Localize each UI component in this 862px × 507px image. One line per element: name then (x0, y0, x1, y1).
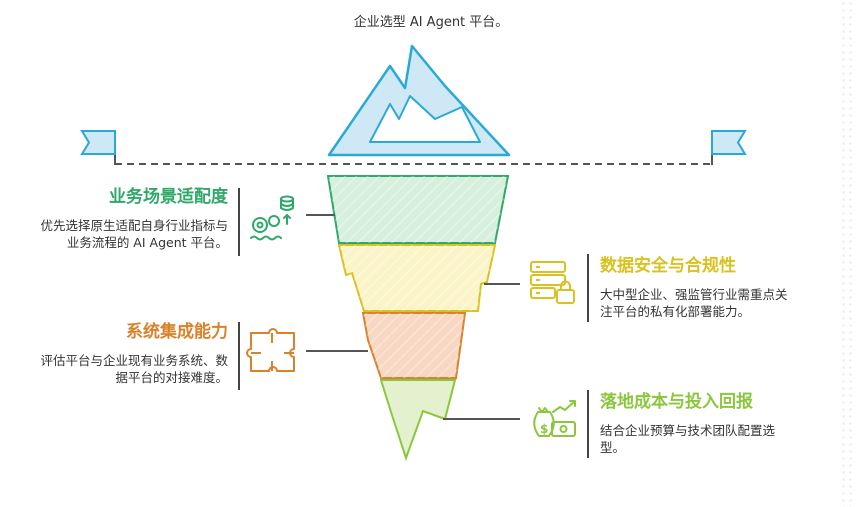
item-scenario: 业务场景适配度 优先选择原生适配自身行业指标与 业务流程的 AI Agent 平… (20, 187, 228, 251)
server-lock-icon (530, 261, 575, 304)
item-scenario-desc-line: 业务流程的 AI Agent 平台。 (66, 235, 228, 250)
layer-integration (361, 312, 467, 379)
item-scenario-desc: 优先选择原生适配自身行业指标与 业务流程的 AI Agent 平台。 (20, 217, 228, 251)
iceberg-tip (327, 44, 511, 157)
item-cost-desc-line: 结合企业预算与技术团队配置选 (600, 423, 776, 438)
item-cost: 落地成本与投入回报 结合企业预算与技术团队配置选 型。 (600, 392, 825, 456)
accent-bars (238, 188, 589, 458)
item-security-title: 数据安全与合规性 (600, 256, 736, 276)
item-integration: 系统集成能力 评估平台与企业现有业务系统、数 据平台的对接难度。 (20, 322, 228, 386)
item-integration-desc: 评估平台与企业现有业务系统、数 据平台的对接难度。 (20, 352, 228, 386)
item-integration-title: 系统集成能力 (126, 322, 228, 342)
diagram-subtitle: 企业选型 AI Agent 平台。 (353, 15, 509, 30)
item-cost-title: 落地成本与投入回报 (600, 392, 753, 412)
layer-scenario (326, 175, 510, 244)
layer-cost (379, 379, 457, 462)
item-cost-desc: 结合企业预算与技术团队配置选 型。 (600, 422, 825, 456)
item-scenario-desc-line: 优先选择原生适配自身行业指标与 (40, 218, 228, 233)
layer-security (337, 244, 497, 312)
item-integration-desc-line: 评估平台与企业现有业务系统、数 (40, 353, 228, 368)
left-flag-icon (80, 130, 116, 165)
svg-text:$: $ (540, 422, 548, 436)
puzzle-icon (246, 328, 295, 372)
right-flag-icon (711, 130, 747, 165)
gears-database-icon (250, 195, 294, 241)
item-security-desc-line: 大中型企业、强监管行业需重点关 (600, 287, 788, 302)
item-security-desc: 大中型企业、强监管行业需重点关 注平台的私有化部署能力。 (600, 286, 825, 320)
connector-lines (306, 214, 520, 420)
item-security: 数据安全与合规性 大中型企业、强监管行业需重点关 注平台的私有化部署能力。 (600, 256, 825, 320)
item-scenario-title: 业务场景适配度 (109, 187, 228, 207)
money-growth-icon: $ (533, 400, 576, 437)
item-integration-desc-line: 据平台的对接难度。 (115, 370, 228, 385)
decorative-dot-grid (840, 0, 854, 507)
item-security-desc-line: 注平台的私有化部署能力。 (600, 304, 751, 319)
item-cost-desc-line: 型。 (600, 440, 626, 455)
